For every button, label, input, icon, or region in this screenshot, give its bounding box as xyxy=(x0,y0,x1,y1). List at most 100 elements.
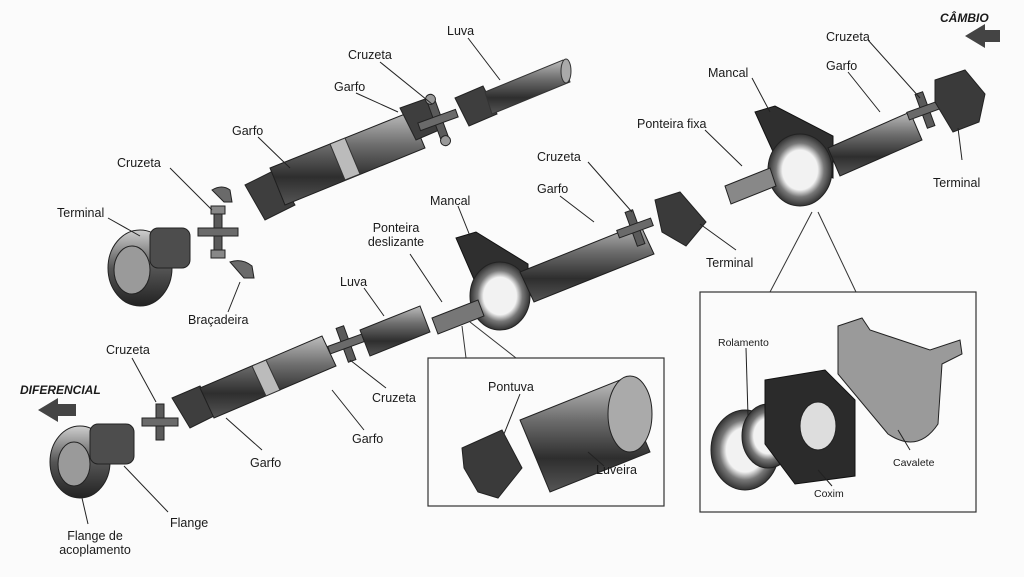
label-garfo-low-mid: Garfo xyxy=(352,432,384,446)
leader-line xyxy=(745,347,749,417)
label-garfo-top: Garfo xyxy=(334,80,366,94)
universal-joint-cross xyxy=(197,205,239,259)
leader-lines xyxy=(81,37,963,525)
label-mancal-mid: Mancal xyxy=(430,194,471,208)
label-diferencial: DIFERENCIAL xyxy=(20,383,101,397)
label-pontuva: Pontuva xyxy=(488,380,534,394)
bracket xyxy=(837,317,963,443)
leader-line xyxy=(467,37,501,81)
tube xyxy=(519,223,655,303)
leader-line xyxy=(379,61,433,105)
inset-frame xyxy=(699,291,977,513)
leader-line xyxy=(225,417,263,451)
sleeve-tube xyxy=(359,305,431,357)
label-bracadeira: Braçadeira xyxy=(188,313,249,327)
leader-line xyxy=(699,223,737,251)
inset-leader xyxy=(461,325,467,359)
sleeve-shaft xyxy=(484,59,571,115)
label-cruzeta-low-left: Cruzeta xyxy=(106,343,150,357)
label-terminal-mid: Terminal xyxy=(706,256,754,270)
inset-slip-joint xyxy=(427,321,665,507)
coupling-flange-face xyxy=(57,441,91,487)
fixed-spline xyxy=(724,167,777,205)
label-cruzeta-mid: Cruzeta xyxy=(537,150,581,164)
luveira-end xyxy=(607,375,653,453)
label-garfo-right: Garfo xyxy=(826,59,858,73)
label-ponteira-fixa: Ponteira fixa xyxy=(637,117,707,131)
label-mancal-right: Mancal xyxy=(708,66,749,80)
leader-line xyxy=(587,451,605,467)
top-shaft-assembly xyxy=(107,58,572,307)
tube xyxy=(827,111,923,177)
tube-band xyxy=(251,359,281,397)
leader-line xyxy=(704,129,743,167)
leader-line xyxy=(867,39,921,99)
sleeve-end xyxy=(560,58,572,84)
label-coxim: Coxim xyxy=(814,488,844,500)
terminal-yoke xyxy=(654,191,707,247)
label-flange-acoplamento-line1: Flange de xyxy=(67,529,123,543)
clamp xyxy=(229,260,255,279)
center-bearing-ring xyxy=(469,261,531,331)
direction-arrow-diferencial xyxy=(38,398,76,422)
label-garfo-low-left: Garfo xyxy=(250,456,282,470)
label-terminal-right: Terminal xyxy=(933,176,981,190)
direction-arrow-cambio xyxy=(965,24,1000,48)
inset-leader xyxy=(817,211,857,293)
leader-line xyxy=(817,469,833,487)
label-flange-acoplamento: Flange de acoplamento xyxy=(50,529,140,557)
terminal-body xyxy=(149,227,191,269)
leader-line xyxy=(131,357,157,403)
inset-frame xyxy=(427,357,665,507)
leader-line xyxy=(503,393,521,435)
pontuva-yoke xyxy=(461,429,523,499)
leader-line xyxy=(751,77,771,113)
leader-line xyxy=(897,429,911,451)
label-garfo-mid: Garfo xyxy=(537,182,569,196)
leader-line xyxy=(957,127,963,161)
leader-line xyxy=(81,497,89,525)
label-luva-low: Luva xyxy=(340,275,368,289)
universal-joint-cross xyxy=(141,403,179,441)
leader-line xyxy=(559,195,595,223)
universal-joint-cross xyxy=(327,325,365,363)
leader-line xyxy=(257,136,291,169)
leader-line xyxy=(409,253,443,303)
lower-shaft-assembly xyxy=(38,305,431,499)
label-cruzeta-low: Cruzeta xyxy=(372,391,416,405)
universal-joint-cross xyxy=(906,91,944,129)
terminal-flange-face xyxy=(113,245,151,295)
universal-joint-cross xyxy=(417,93,459,147)
label-cruzeta-right: Cruzeta xyxy=(826,30,870,44)
universal-joint-cross xyxy=(616,209,654,247)
label-luveira: Luveira xyxy=(596,463,637,477)
label-cruzeta-top: Cruzeta xyxy=(348,48,392,62)
yoke xyxy=(244,169,296,221)
label-rolamento: Rolamento xyxy=(718,337,769,349)
leader-line xyxy=(847,71,881,113)
leader-line xyxy=(349,359,387,389)
tube-band xyxy=(329,137,361,181)
inset-center-bearing xyxy=(699,211,977,513)
label-terminal-left: Terminal xyxy=(57,206,105,220)
leader-line xyxy=(227,281,241,313)
leader-line xyxy=(169,167,213,211)
label-cruzeta-left: Cruzeta xyxy=(117,156,161,170)
inset-leader xyxy=(469,321,517,359)
inset-leader xyxy=(769,211,813,293)
center-bearing-ring xyxy=(767,133,833,207)
label-cambio: CÂMBIO xyxy=(940,11,989,25)
middle-shaft-assembly xyxy=(431,191,707,335)
flange-body xyxy=(89,423,135,465)
label-flange-acoplamento-line2: acoplamento xyxy=(59,543,131,557)
leader-line xyxy=(123,465,169,513)
leader-line xyxy=(363,287,385,317)
leader-line xyxy=(355,92,399,113)
label-garfo-top-left: Garfo xyxy=(232,124,264,138)
leader-line xyxy=(331,389,365,431)
leader-line xyxy=(457,205,471,237)
leader-line xyxy=(587,161,633,213)
leader-line xyxy=(107,217,141,237)
